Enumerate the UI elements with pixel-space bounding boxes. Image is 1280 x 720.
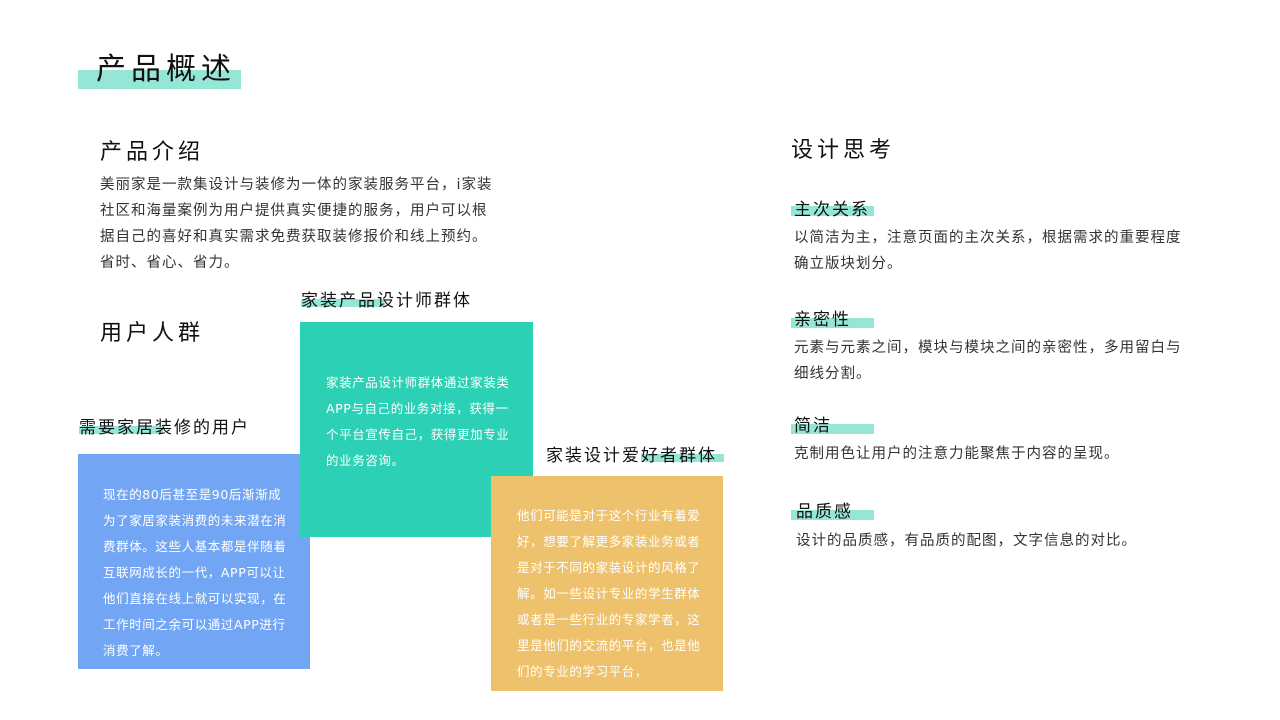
card-line: 费群体。这些人基本都是伴随着 bbox=[103, 539, 287, 554]
card-enthusiasts: 他们可能是对于这个行业有着爱 好，想要了解更多家装业务或者 是对于不同的家装设计… bbox=[491, 476, 723, 691]
card-home-users: 现在的80后甚至是90后渐渐成 为了家居家装消费的未来潜在消 费群体。这些人基本… bbox=[78, 454, 310, 669]
text-line: 克制用色让用户的注意力能聚焦于内容的呈现。 bbox=[794, 446, 1120, 462]
card-line: 现在的80后甚至是90后渐渐成 bbox=[103, 487, 282, 502]
design-item-text: 元素与元素之间，模块与模块之间的亲密性，多用留白与 细线分割。 bbox=[794, 335, 1234, 387]
card-line: 互联网成长的一代，APP可以让 bbox=[103, 565, 286, 580]
group-title-highlight bbox=[301, 299, 385, 307]
item-title-highlight bbox=[791, 318, 874, 328]
design-item-title: 简洁 bbox=[794, 416, 832, 436]
group-title-home-users: 需要家居装修的用户 bbox=[79, 418, 250, 438]
group-title-highlight bbox=[79, 426, 163, 434]
design-item-text: 以简洁为主，注意页面的主次关系，根据需求的重要程度 确立版块划分。 bbox=[794, 225, 1234, 277]
card-line: 工作时间之余可以通过APP进行 bbox=[103, 617, 286, 632]
card-line: 里是他们的交流的平台，也是他 bbox=[517, 638, 701, 653]
group-title-highlight bbox=[641, 454, 724, 462]
intro-line: 据自己的喜好和真实需求免费获取装修报价和线上预约。 bbox=[100, 229, 488, 245]
card-line: 的业务咨询。 bbox=[326, 453, 405, 468]
card-line: 他们直接在线上就可以实现，在 bbox=[103, 591, 287, 606]
card-line: 为了家居家装消费的未来潜在消 bbox=[103, 513, 287, 528]
users-heading: 用户人群 bbox=[100, 321, 205, 346]
design-item-title: 主次关系 bbox=[794, 200, 870, 220]
card-line: 消费了解。 bbox=[103, 643, 169, 658]
card-line: 好，想要了解更多家装业务或者 bbox=[517, 534, 701, 549]
card-line: 们的专业的学习平台， bbox=[517, 664, 649, 679]
intro-line: 社区和海量案例为用户提供真实便捷的服务，用户可以根 bbox=[100, 203, 488, 219]
intro-line: 省时、省心、省力。 bbox=[100, 255, 240, 271]
page-title: 产品概述 bbox=[96, 52, 236, 87]
card-line: 家装产品设计师群体通过家装类 bbox=[326, 375, 510, 390]
design-item-text: 设计的品质感，有品质的配图，文字信息的对比。 bbox=[796, 528, 1236, 554]
group-title-designers: 家装产品设计师群体 bbox=[301, 291, 472, 311]
card-line: 他们可能是对于这个行业有着爱 bbox=[517, 508, 701, 523]
text-line: 元素与元素之间，模块与模块之间的亲密性，多用留白与 bbox=[794, 340, 1182, 356]
item-title-highlight bbox=[791, 510, 874, 520]
text-line: 设计的品质感，有品质的配图，文字信息的对比。 bbox=[796, 533, 1137, 549]
card-line: 或者是一些行业的专家学者，这 bbox=[517, 612, 701, 627]
design-item-title: 品质感 bbox=[796, 502, 853, 522]
item-title-highlight bbox=[791, 206, 874, 216]
card-line: 是对于不同的家装设计的风格了 bbox=[517, 560, 701, 575]
intro-heading: 产品介绍 bbox=[100, 140, 205, 165]
group-title-enthusiasts: 家装设计爱好者群体 bbox=[546, 446, 717, 466]
card-line: APP与自己的业务对接，获得一 bbox=[326, 401, 509, 416]
text-line: 细线分割。 bbox=[794, 366, 872, 382]
design-item-text: 克制用色让用户的注意力能聚焦于内容的呈现。 bbox=[794, 441, 1234, 467]
intro-text: 美丽家是一款集设计与装修为一体的家装服务平台，i家装 社区和海量案例为用户提供真… bbox=[100, 172, 540, 276]
title-highlight bbox=[78, 70, 241, 89]
card-line: 个平台宣传自己，获得更加专业 bbox=[326, 427, 510, 442]
text-line: 确立版块划分。 bbox=[794, 256, 903, 272]
text-line: 以简洁为主，注意页面的主次关系，根据需求的重要程度 bbox=[794, 230, 1182, 246]
item-title-highlight bbox=[791, 424, 874, 434]
intro-line: 美丽家是一款集设计与装修为一体的家装服务平台，i家装 bbox=[100, 177, 493, 193]
design-item-title: 亲密性 bbox=[794, 310, 851, 330]
design-heading: 设计思考 bbox=[791, 138, 896, 163]
card-line: 解。如一些设计专业的学生群体 bbox=[517, 586, 701, 601]
